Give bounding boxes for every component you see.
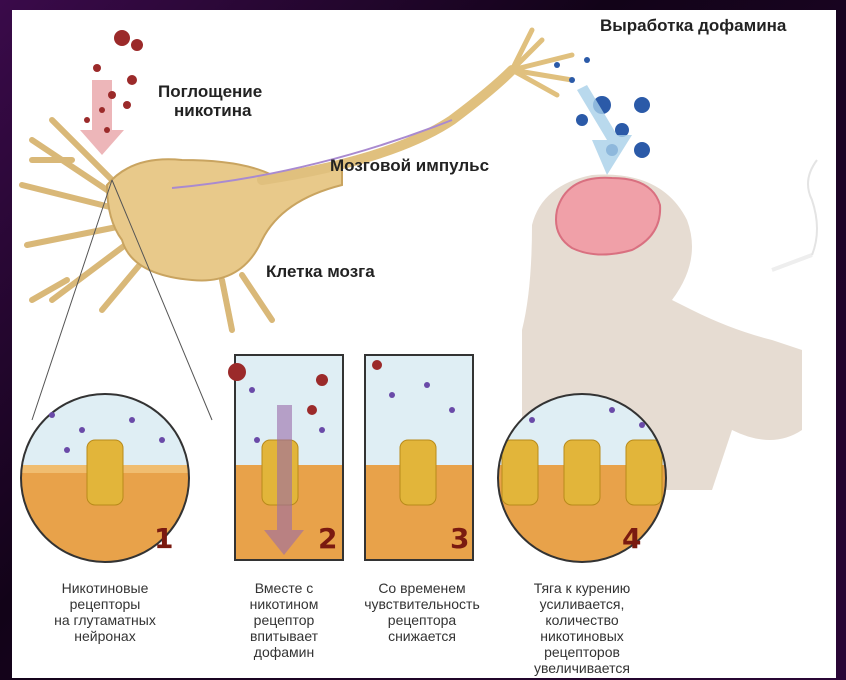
panel-3-caption-line: рецептора: [342, 612, 502, 628]
panel-4-caption-line: никотиновых: [512, 628, 652, 644]
diagram-scene: [12, 10, 836, 678]
smoke: [808, 160, 817, 255]
panel-4-caption-line: количество: [512, 612, 652, 628]
panel-1-caption-line: Никотиновые: [40, 580, 170, 596]
panel-2-caption-line: Вместе с: [222, 580, 346, 596]
label-brain-impulse: Мозговой импульс: [330, 156, 489, 175]
panel-1-caption-line: рецепторы: [40, 596, 170, 612]
panel-2-number: 2: [318, 522, 337, 555]
axon-terminals: [512, 30, 572, 95]
panel-2-caption-line: впитывает: [222, 628, 346, 644]
panel-2-caption: Вместе с никотином рецептор впитывает до…: [222, 580, 346, 660]
diagram-panel: Выработка дофамина Поглощение никотина М…: [12, 10, 836, 678]
panel-3-caption-line: чувствительность: [342, 596, 502, 612]
cigarette: [772, 255, 812, 270]
panel-1-number: 1: [154, 522, 173, 555]
panel-3-caption: Со временем чувствительность рецептора с…: [342, 580, 502, 644]
label-nicotine-absorption-1: Поглощение: [158, 82, 262, 101]
panel-1-caption-line: на глутаматных: [40, 612, 170, 628]
panel-3-number: 3: [450, 522, 469, 555]
label-brain-cell: Клетка мозга: [266, 262, 375, 281]
panel-2-caption-line: рецептор: [222, 612, 346, 628]
panel-1-caption-line: нейронах: [40, 628, 170, 644]
panel-4-caption-line: усиливается,: [512, 596, 652, 612]
label-nicotine-absorption-2: никотина: [174, 101, 251, 120]
panel-1-caption: Никотиновые рецепторы на глутаматных ней…: [40, 580, 170, 644]
panel-4-number: 4: [622, 522, 641, 555]
panel-4-caption-line: рецепторов: [512, 644, 652, 660]
panel-3-caption-line: снижается: [342, 628, 502, 644]
panel-3-caption-line: Со временем: [342, 580, 502, 596]
panel-4-caption: Тяга к курению усиливается, количество н…: [512, 580, 652, 676]
panel-4-caption-line: увеличивается: [512, 660, 652, 676]
panel-2-caption-line: никотином: [222, 596, 346, 612]
panel-1-circle: [12, 390, 212, 585]
brain-shape: [556, 178, 660, 255]
panel-2-caption-line: дофамин: [222, 644, 346, 660]
label-dopamine-production: Выработка дофамина: [600, 16, 786, 35]
panel-4-caption-line: Тяга к курению: [512, 580, 652, 596]
